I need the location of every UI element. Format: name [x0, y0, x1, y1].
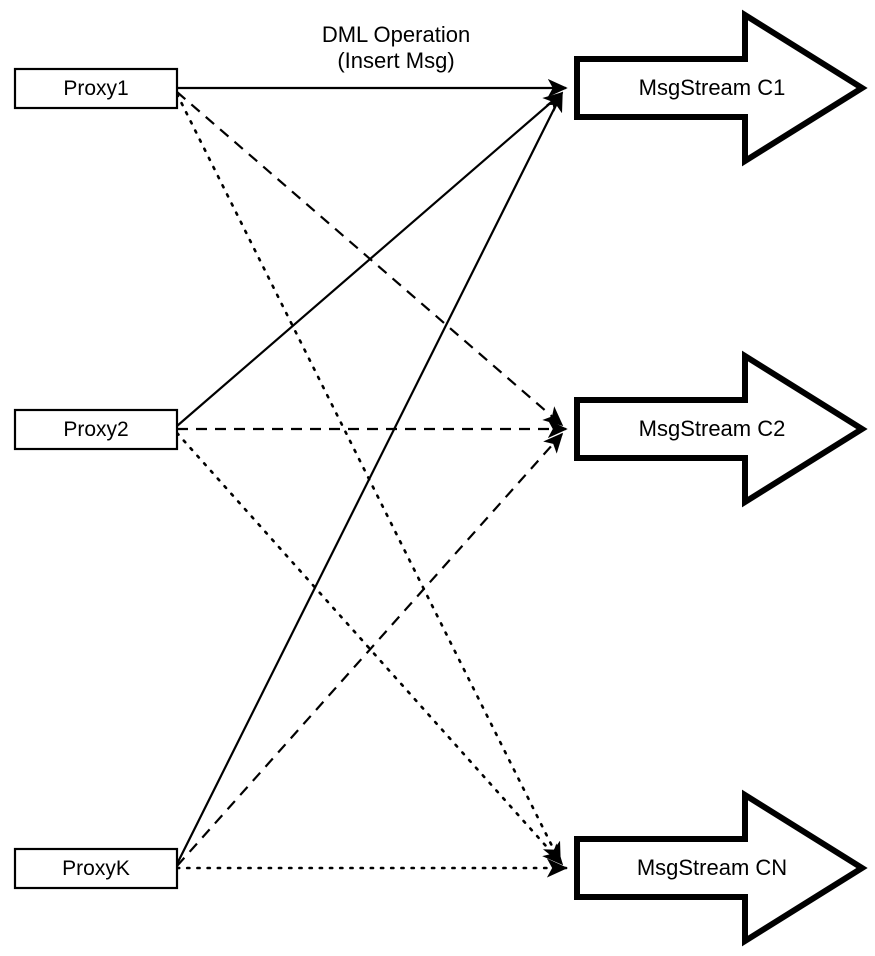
msgstream-node-c2[interactable]: MsgStream C2 [574, 350, 868, 508]
link-layer [175, 78, 568, 878]
proxy-label: ProxyK [62, 857, 130, 880]
proxy-label: Proxy2 [63, 418, 128, 441]
msgstream-label: MsgStream C1 [639, 75, 786, 100]
edge-annotation-line1: DML Operation [322, 22, 470, 47]
link-proxy1-to-cn [175, 92, 562, 864]
edge-annotation-line2: (Insert Msg) [337, 48, 454, 73]
proxy-node-proxy2[interactable]: Proxy2 [13, 408, 179, 451]
proxy-node-proxyk[interactable]: ProxyK [13, 847, 179, 890]
msgstream-block-arrow [574, 789, 868, 947]
msgstream-layer: MsgStream C1 MsgStream C2 MsgStream CN [574, 9, 868, 947]
msgstream-block-arrow [574, 9, 868, 167]
link-proxyK-to-c1 [176, 91, 563, 865]
msgstream-node-c1[interactable]: MsgStream C1 [574, 9, 868, 167]
proxy-box [13, 408, 179, 451]
proxy-box [13, 67, 179, 110]
msgstream-node-cn[interactable]: MsgStream CN [574, 789, 868, 947]
msgstream-block-arrow [574, 350, 868, 508]
link-proxyK-to-c2 [176, 432, 564, 867]
edge-annotation: DML Operation (Insert Msg) [322, 22, 470, 73]
msgstream-label: MsgStream C2 [639, 416, 786, 441]
link-proxy2-to-c1 [176, 91, 564, 427]
proxy-box [13, 847, 179, 890]
proxy-label: Proxy1 [63, 77, 128, 100]
msgstream-label: MsgStream CN [637, 855, 787, 880]
proxy-node-proxy1[interactable]: Proxy1 [13, 67, 179, 110]
